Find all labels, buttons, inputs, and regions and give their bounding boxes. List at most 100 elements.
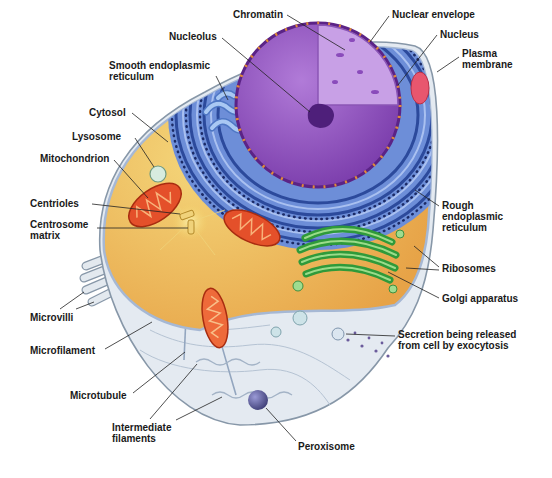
part-label: Peroxisome: [298, 441, 355, 452]
leader-line: [388, 272, 439, 298]
leader-line: [97, 228, 188, 229]
part-label: Smooth endoplasmic reticulum: [109, 60, 221, 82]
golgi-lumen: [302, 254, 395, 268]
ribosome-dots: [200, 11, 436, 219]
leader-line: [414, 246, 439, 267]
leader-line: [370, 16, 389, 42]
er-lumen: [197, 9, 439, 221]
part-label: Rough endoplasmic reticulum: [442, 200, 514, 233]
nuclear-envelope: [236, 23, 400, 187]
golgi-lumen: [300, 241, 396, 255]
leader-line: [415, 190, 439, 206]
peroxisome: [248, 390, 268, 410]
golgi-cisterna: [306, 267, 390, 280]
ribosome-dots: [186, 0, 450, 232]
leader-line: [222, 38, 310, 112]
centriole: [179, 210, 194, 220]
part-label: Microtubule: [70, 390, 127, 401]
leader-line: [437, 57, 459, 72]
part-label: Golgi apparatus: [442, 293, 518, 304]
mitochondrion-body: [121, 175, 189, 236]
cristae: [205, 295, 224, 338]
golgi-lumen: [306, 267, 390, 280]
part-label: Nucleolus: [169, 31, 217, 42]
secretion-dot: [360, 344, 363, 347]
part-label: Ribosomes: [442, 263, 496, 274]
leader-line: [92, 204, 180, 214]
mitochondrion: [198, 286, 232, 349]
centriole: [188, 220, 194, 234]
vesicle: [271, 327, 281, 337]
leader-line: [132, 113, 168, 142]
part-label: Secretion being released from cell by ex…: [398, 329, 530, 351]
chromatin-speck: [349, 38, 355, 42]
golgi-vesicle: [293, 281, 303, 291]
leader-line: [135, 138, 154, 167]
mitochondrion-body: [219, 203, 285, 254]
cristae: [230, 211, 274, 241]
part-label: Intermediate filaments: [112, 422, 190, 444]
er-region: [168, 0, 468, 250]
er-lumen: [211, 21, 425, 209]
nucleus: [236, 23, 400, 187]
lysosome: [150, 166, 166, 182]
part-label: Lysosome: [72, 131, 121, 142]
secretion-dot: [368, 337, 371, 340]
part-label: Centrioles: [30, 198, 79, 209]
leader-line: [346, 334, 395, 336]
mitochondrion: [219, 203, 285, 254]
leader-line: [76, 302, 94, 309]
secretion-dot: [346, 338, 349, 341]
rough-er: [168, 0, 468, 250]
aster-ray: [160, 222, 190, 250]
part-label: Microfilament: [30, 345, 95, 356]
part-label: Nucleus: [440, 29, 479, 40]
part-label: Microvilli: [30, 312, 73, 323]
leader-line: [266, 408, 296, 441]
er-cisterna: [204, 15, 432, 215]
nuclear-pores: [236, 23, 400, 187]
er-lumen: [183, 0, 453, 234]
golgi-lumen: [305, 229, 392, 242]
nucleus-cut-face: [318, 25, 398, 105]
part-label: Chromatin: [233, 9, 283, 20]
part-label: Centrosome matrix: [30, 219, 102, 241]
chromatin-speck: [371, 90, 379, 94]
part-label: Mitochondrion: [40, 153, 109, 164]
vesicle: [293, 311, 307, 325]
secretion-dot: [374, 349, 377, 352]
aster-ray: [190, 210, 225, 222]
leader-line: [406, 268, 439, 270]
leader-line: [216, 76, 228, 100]
leader-line: [114, 160, 148, 198]
chromatin-speck: [332, 80, 338, 84]
leader-lines: [60, 15, 459, 441]
vesicle: [411, 72, 429, 104]
part-label: Cytosol: [89, 107, 126, 118]
leader-line: [60, 292, 84, 309]
microfilament-line: [150, 330, 350, 380]
leader-line: [105, 322, 152, 349]
leader-line: [287, 15, 345, 50]
leader-line: [398, 35, 437, 85]
er-cisterna: [190, 2, 446, 228]
secretory-vesicle: [332, 328, 344, 340]
secretion-dot: [381, 342, 384, 345]
part-label: Plasma membrane: [462, 48, 524, 70]
intermediate-filament-line: [196, 359, 260, 365]
golgi-vesicle: [389, 285, 397, 293]
centrosome-matrix: [172, 204, 208, 240]
secretion-dot: [386, 354, 389, 357]
mitochondrion-body: [198, 286, 232, 349]
golgi: [300, 229, 396, 280]
leader-line: [150, 364, 197, 419]
chromatin-speck: [357, 70, 363, 74]
mitochondrion: [121, 175, 189, 236]
leader-line: [176, 397, 222, 420]
part-label: Nuclear envelope: [392, 9, 475, 20]
cristae: [132, 186, 176, 223]
er-cisterna: [176, 0, 460, 241]
nucleolus: [308, 104, 334, 128]
